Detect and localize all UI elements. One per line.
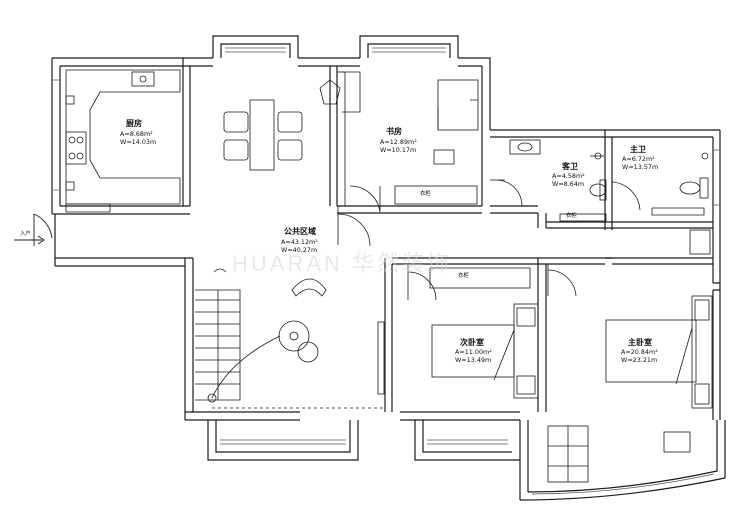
second-bedroom-cabinet-label: 衣柜 [458, 273, 469, 279]
public-area-name: 公共区域 [284, 227, 316, 236]
second-bedroom-area: A=11.00m² [455, 348, 492, 356]
windows [53, 47, 719, 495]
public-area-area: A=43.12m² [281, 238, 318, 246]
second-bedroom-fixtures [407, 264, 539, 399]
master-bedroom-perimeter: W=23.21m [621, 356, 658, 364]
kitchen-perimeter: W=14.03m [120, 138, 157, 146]
guest-bath-perimeter: W=8.64m [552, 180, 585, 188]
kitchen-name: 厨房 [126, 119, 142, 128]
public-area-perimeter: W=40.27m [281, 246, 318, 254]
study-perimeter: W=10.17m [380, 146, 417, 154]
guest-bath-area: A=4.58m² [552, 172, 585, 180]
master-bedroom-area: A=20.84m² [621, 348, 658, 356]
guest-bath-name: 客卫 [562, 162, 578, 171]
study-fixtures [319, 71, 479, 213]
kitchen-area: A=8.68m² [120, 130, 153, 138]
second-bedroom-perimeter: W=13.49m [455, 356, 492, 364]
study-name: 书房 [386, 127, 402, 136]
study-cabinet-label: 衣柜 [420, 191, 431, 197]
master-bedroom-fixtures [547, 264, 713, 483]
living-fixtures [100, 206, 385, 409]
dining-set [223, 99, 303, 171]
study-area: A=12.89m² [380, 138, 417, 146]
entry-door [14, 213, 53, 246]
watermark: HUARAN 华然装饰 [232, 251, 453, 276]
master-bath-perimeter: W=13.57m [622, 163, 659, 171]
entry-label: 入户 [20, 231, 31, 237]
second-bedroom-name: 次卧室 [460, 338, 484, 347]
bath-cabinet-label: 衣柜 [566, 213, 577, 219]
master-bedroom-name: 主卧室 [628, 338, 652, 347]
master-bath-name: 主卫 [630, 145, 646, 154]
bath-fixtures [490, 139, 711, 255]
master-bath-area: A=6.72m² [622, 155, 655, 163]
kitchen-fixtures [65, 69, 181, 213]
